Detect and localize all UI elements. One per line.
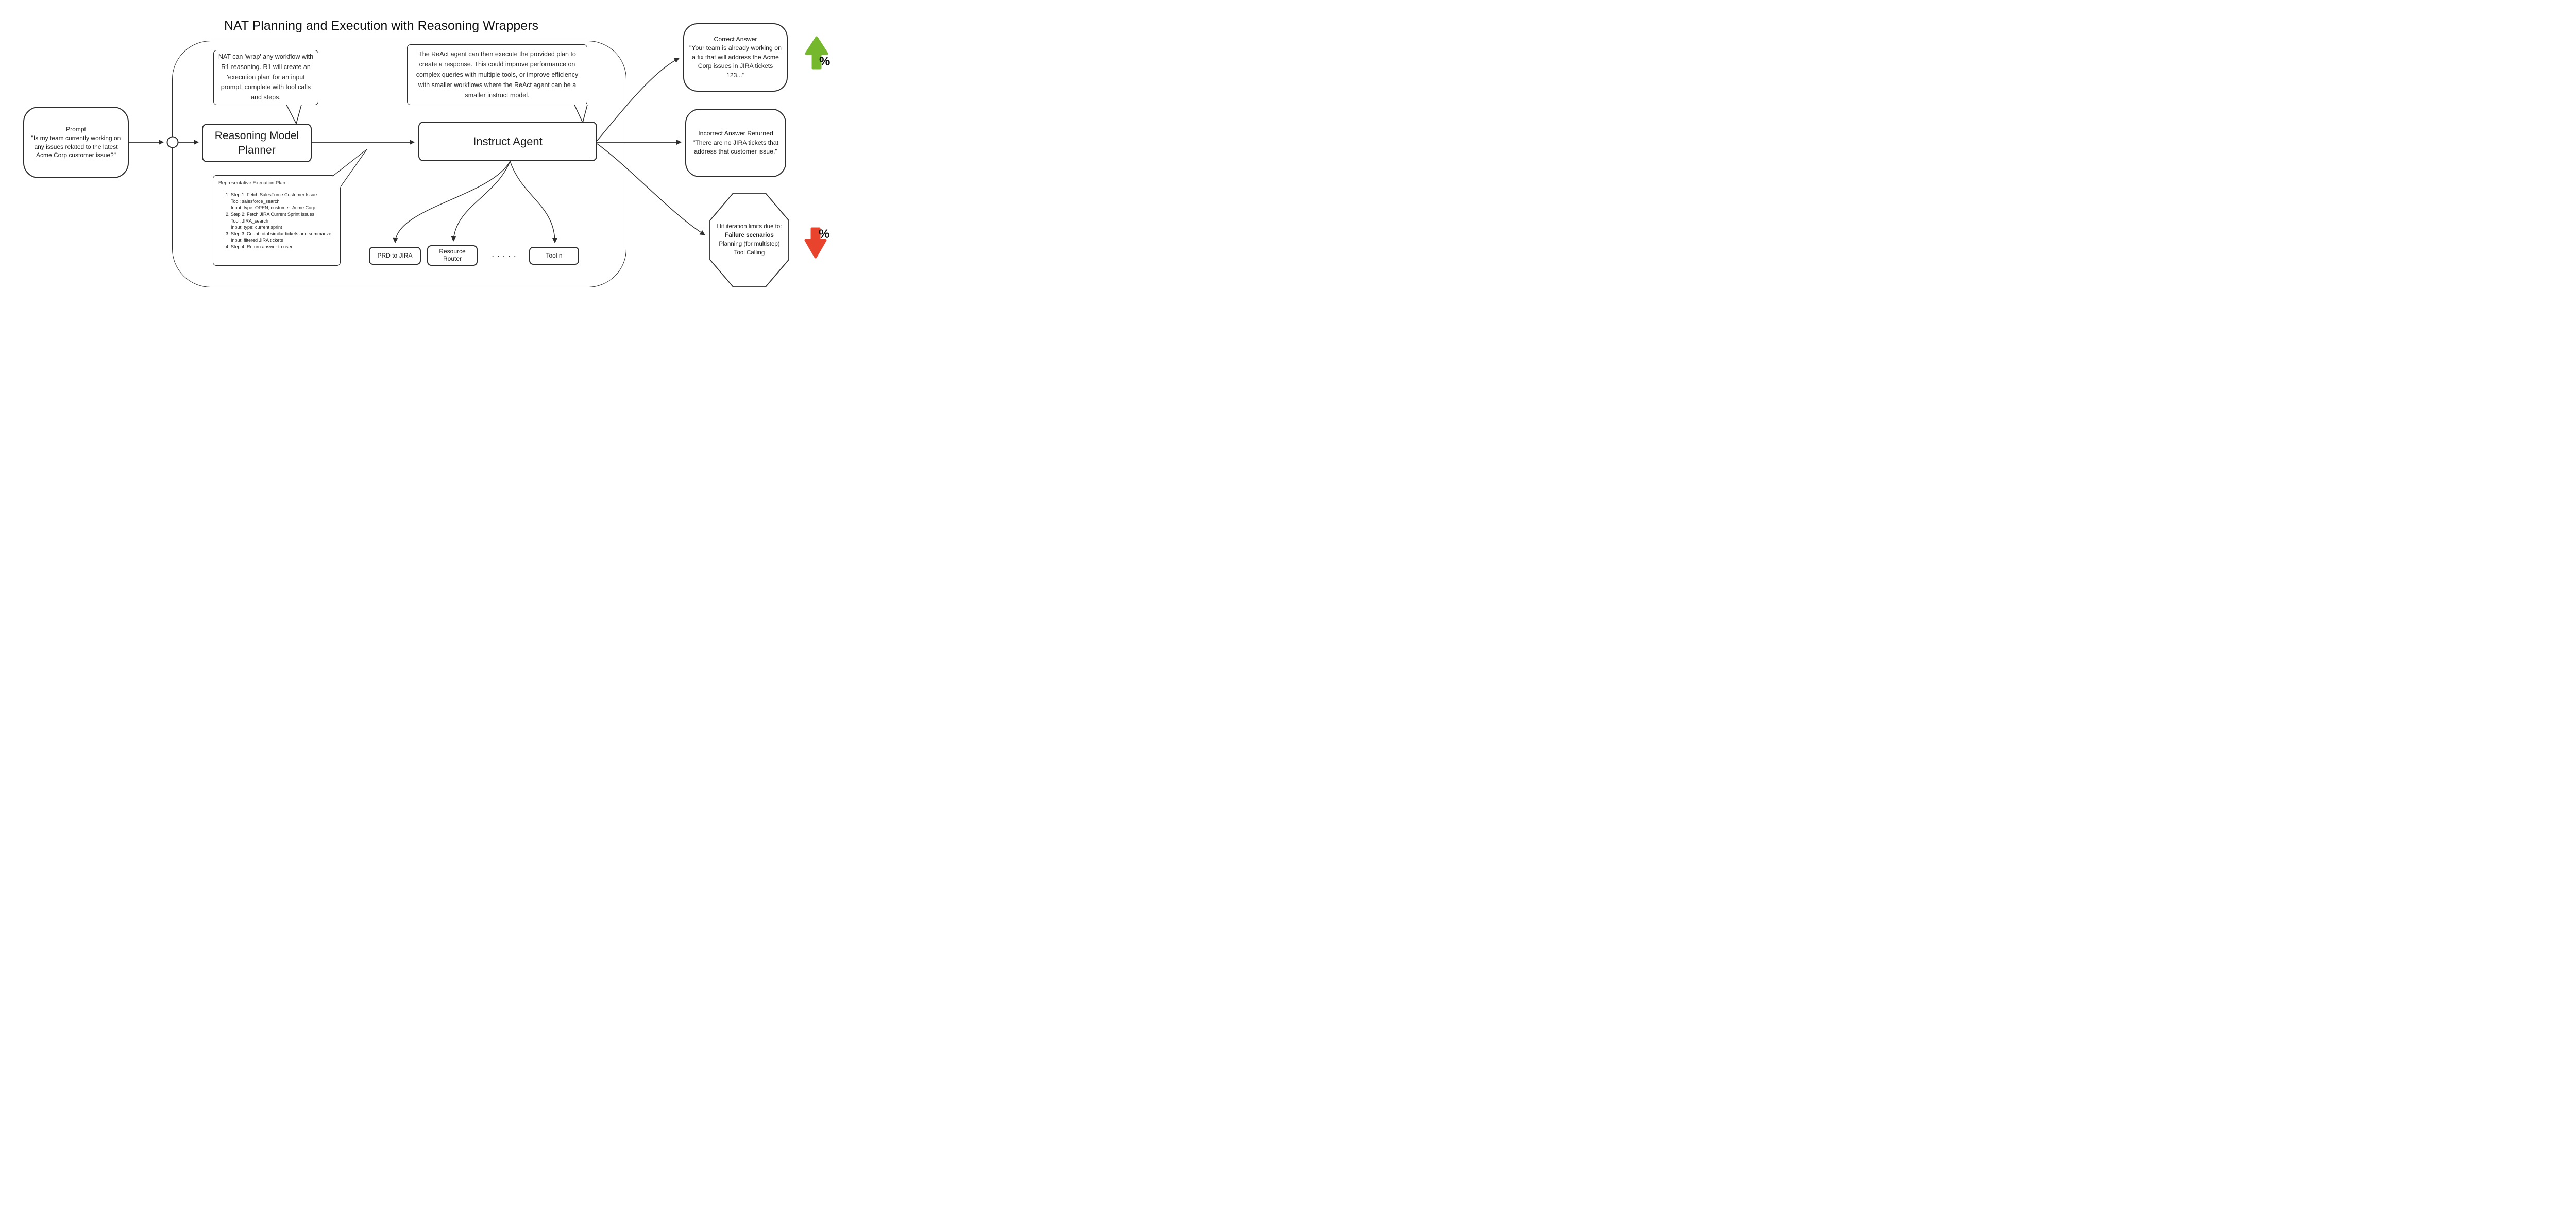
reasoning-model-planner-box: Reasoning Model Planner <box>202 124 312 162</box>
plan-step-line: Tool: salesforce_search <box>231 198 280 204</box>
failure-emphasis: Failure scenarios <box>725 232 774 239</box>
failure-octagon-label: Hit iteration limits due to: Failure sce… <box>707 196 792 284</box>
tool-box-resource-router: Resource Router <box>427 245 478 266</box>
incorrect-answer-body: "There are no JIRA tickets that address … <box>692 139 779 156</box>
up-percent-label: % <box>819 55 831 69</box>
plan-step: Step 4: Return answer to user <box>231 244 335 250</box>
tool-box-prd-to-jira: PRD to JIRA <box>369 247 421 265</box>
diagram-title: NAT Planning and Execution with Reasonin… <box>224 19 539 33</box>
instruct-agent-box: Instruct Agent <box>418 122 597 161</box>
plan-step-line: Input: type: current sprint <box>231 225 282 230</box>
tool-box-tool-n: Tool n <box>529 247 579 265</box>
failure-intro: Hit iteration limits due to: <box>717 223 782 230</box>
plan-step: Step 1: Fetch SalesForce Customer Issue … <box>231 192 335 211</box>
incorrect-answer-heading: Incorrect Answer Returned <box>698 130 773 138</box>
prompt-body: "Is my team currently working on any iss… <box>31 134 121 159</box>
down-percent-label: % <box>819 227 830 241</box>
planner-note-text: NAT can 'wrap' any workflow with R1 reas… <box>218 53 314 101</box>
plan-step: Step 2: Fetch JIRA Current Sprint Issues… <box>231 211 335 231</box>
plan-step: Step 3: Count total similar tickets and … <box>231 231 335 244</box>
diagram-canvas: NAT Planning and Execution with Reasonin… <box>0 0 866 306</box>
execution-plan-bubble: Representative Execution Plan: Step 1: F… <box>213 175 341 266</box>
failure-cause: Tool Calling <box>734 250 765 257</box>
incorrect-answer-box: Incorrect Answer Returned "There are no … <box>685 109 786 177</box>
react-note-text: The ReAct agent can then execute the pro… <box>416 50 579 99</box>
react-note-bubble: The ReAct agent can then execute the pro… <box>407 44 587 105</box>
tools-ellipsis: . . . . . <box>492 251 517 258</box>
correct-answer-heading: Correct Answer <box>714 35 757 43</box>
prompt-heading: Prompt <box>66 125 86 133</box>
plan-step-line: Input: type: OPEN, customer: Acme Corp <box>231 205 316 211</box>
planner-note-bubble: NAT can 'wrap' any workflow with R1 reas… <box>213 50 318 105</box>
plan-step-list: Step 1: Fetch SalesForce Customer Issue … <box>218 192 335 250</box>
correct-answer-box: Correct Answer "Your team is already wor… <box>683 23 788 92</box>
plan-step-line: Tool: JIRA_search <box>231 218 269 224</box>
plan-step-line: Input: filtered JIRA tickets <box>231 237 283 243</box>
agent-label: Instruct Agent <box>473 134 543 148</box>
prompt-box: Prompt "Is my team currently working on … <box>23 107 129 178</box>
failure-cause: Planning (for multistep) <box>719 241 780 247</box>
planner-label: Reasoning Model Planner <box>214 130 299 156</box>
plan-heading: Representative Execution Plan: <box>218 180 287 186</box>
correct-answer-body: "Your team is already working on a fix t… <box>689 44 782 79</box>
